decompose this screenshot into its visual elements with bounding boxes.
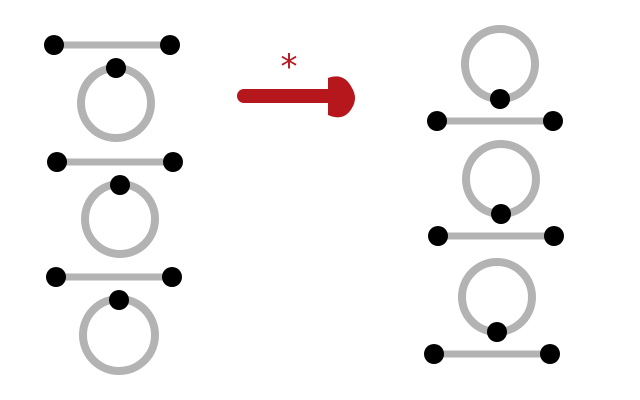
vertex — [543, 111, 563, 131]
loop — [461, 25, 539, 103]
loop — [462, 140, 540, 218]
right-graph — [424, 25, 564, 364]
left-unit-1 — [44, 35, 180, 142]
vertex — [110, 175, 130, 195]
right-unit-3 — [424, 258, 560, 364]
vertex — [540, 344, 560, 364]
vertex — [162, 267, 182, 287]
rewrite-arrow: * — [237, 47, 355, 118]
vertex — [427, 111, 447, 131]
vertex — [487, 322, 507, 342]
right-unit-1 — [427, 25, 563, 131]
vertex — [544, 226, 564, 246]
vertex — [424, 344, 444, 364]
left-unit-2 — [47, 152, 183, 258]
vertex — [47, 152, 67, 172]
vertex — [46, 267, 66, 287]
loop — [77, 64, 155, 142]
right-unit-2 — [428, 140, 564, 246]
vertex — [109, 290, 129, 310]
loop — [458, 258, 536, 336]
arrow-label: * — [281, 47, 298, 87]
left-unit-3 — [46, 267, 182, 375]
vertex — [490, 89, 510, 109]
left-graph — [44, 35, 183, 375]
arrow-head — [328, 76, 355, 118]
vertex — [106, 58, 126, 78]
vertex — [44, 35, 64, 55]
vertex — [428, 226, 448, 246]
vertex — [160, 35, 180, 55]
vertex — [491, 204, 511, 224]
vertex — [163, 152, 183, 172]
